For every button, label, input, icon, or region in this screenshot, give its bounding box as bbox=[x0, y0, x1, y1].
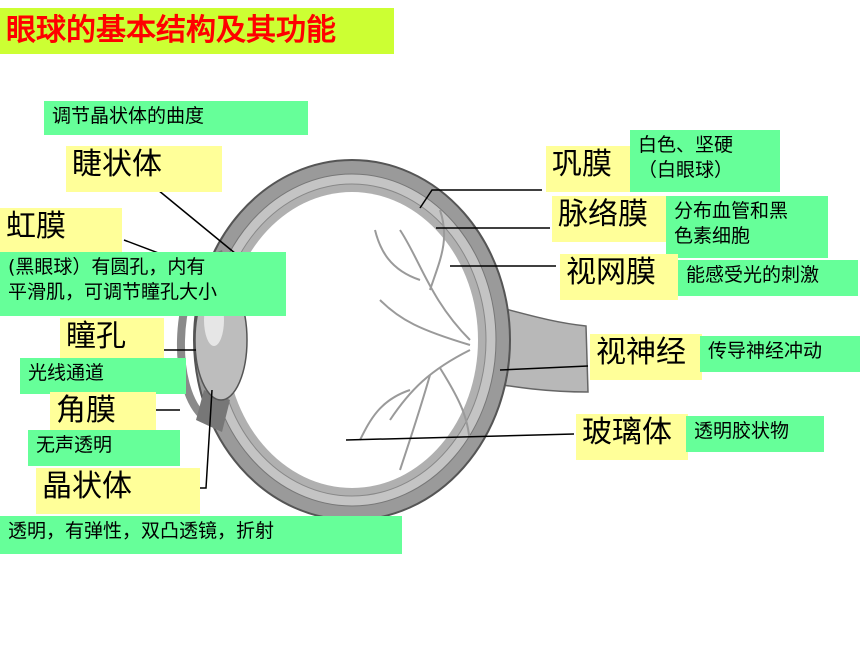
sclera-description: 白色、坚硬 （白眼球） bbox=[630, 130, 780, 192]
lens-label: 晶状体 bbox=[36, 468, 200, 514]
pupil-label: 瞳孔 bbox=[60, 318, 164, 362]
retina-blood-vessels bbox=[359, 209, 471, 471]
vitreous-label: 玻璃体 bbox=[576, 414, 688, 460]
retina-label: 视网膜 bbox=[560, 254, 678, 300]
cornea-label: 角膜 bbox=[50, 392, 156, 436]
retina-description: 能感受光的刺激 bbox=[678, 260, 858, 296]
ciliary-body-description: 调节晶状体的曲度 bbox=[44, 101, 308, 135]
optic-nerve-description: 传导神经冲动 bbox=[700, 336, 860, 372]
sclera-label: 巩膜 bbox=[546, 146, 630, 192]
optic-nerve-label: 视神经 bbox=[590, 334, 702, 380]
choroid-description: 分布血管和黑 色素细胞 bbox=[666, 196, 828, 258]
sclera-description-line2: （白眼球） bbox=[638, 158, 734, 181]
iris-description-line1: (黑眼球）有圆孔，内有 bbox=[8, 256, 206, 278]
choroid-description-line1: 分布血管和黑 bbox=[674, 200, 789, 222]
iris-label: 虹膜 bbox=[0, 208, 122, 252]
iris-description: (黑眼球）有圆孔，内有 平滑肌，可调节瞳孔大小 bbox=[0, 252, 286, 316]
sclera-description-line1: 白色、坚硬 bbox=[638, 134, 734, 156]
choroid-label: 脉络膜 bbox=[552, 196, 666, 242]
vitreous-description: 透明胶状物 bbox=[686, 416, 824, 452]
page-title: 眼球的基本结构及其功能 bbox=[0, 8, 394, 54]
vitreous-shape bbox=[226, 192, 478, 488]
iris-description-line2: 平滑肌，可调节瞳孔大小 bbox=[8, 280, 218, 303]
ciliary-body-label: 睫状体 bbox=[66, 146, 222, 192]
choroid-description-line2: 色素细胞 bbox=[674, 224, 751, 247]
cornea-description: 无声透明 bbox=[28, 430, 180, 466]
pupil-description: 光线通道 bbox=[20, 358, 186, 394]
lens-description: 透明，有弹性，双凸透镜，折射 bbox=[0, 516, 402, 554]
